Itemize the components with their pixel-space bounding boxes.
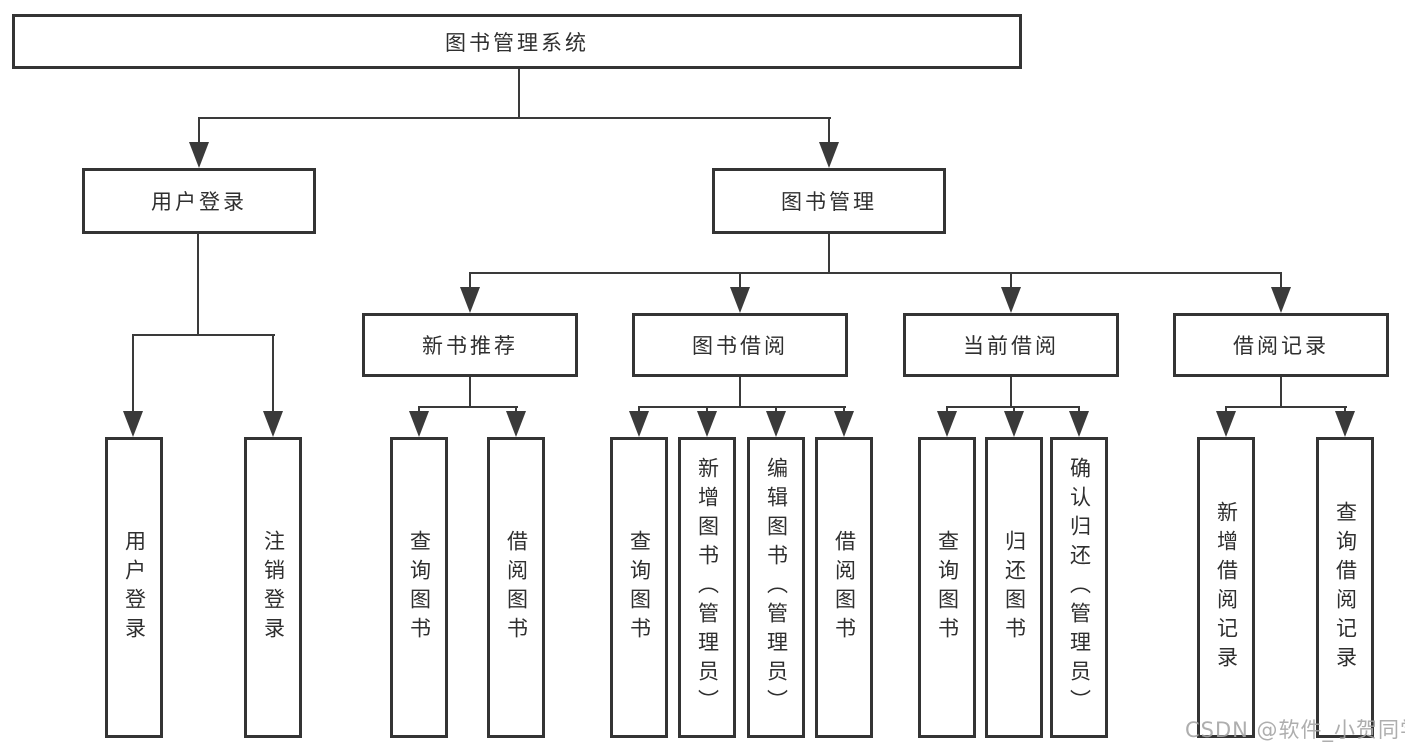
node-new-book-recommend: 新书推荐: [362, 313, 578, 377]
connector-line: [1225, 406, 1347, 408]
node-current-borrow: 当前借阅: [903, 313, 1119, 377]
connector-line: [198, 117, 200, 145]
connector-line: [638, 406, 640, 414]
node-book-management-label: 图书管理: [781, 190, 877, 214]
node-book-borrow: 图书借阅: [632, 313, 848, 377]
arrowhead-down: [819, 142, 839, 168]
leaf-query-books-2: 查询图书: [610, 437, 668, 738]
arrowhead-down: [937, 411, 957, 437]
arrowhead-down: [1001, 287, 1021, 313]
connector-line: [1078, 406, 1080, 414]
arrowhead-down: [1335, 411, 1355, 437]
node-current-borrow-label: 当前借阅: [963, 334, 1059, 358]
connector-line: [739, 272, 741, 290]
node-user-login-label: 用户登录: [151, 190, 247, 214]
leaf-add-books-admin: 新增图书（管理员）: [678, 437, 736, 738]
connector-line: [1280, 272, 1282, 290]
connector-line: [706, 406, 708, 414]
connector-line: [418, 406, 518, 408]
leaf-confirm-return-admin: 确认归还（管理员）: [1050, 437, 1108, 738]
leaf-return-books: 归还图书: [985, 437, 1043, 738]
connector-line: [469, 272, 1282, 274]
leaf-query-books-1-label: 查询图书: [407, 529, 432, 646]
connector-line: [132, 334, 134, 414]
connector-line: [1280, 377, 1282, 407]
node-user-login: 用户登录: [82, 168, 316, 234]
arrowhead-down: [697, 411, 717, 437]
connector-line: [272, 334, 274, 414]
connector-line: [828, 117, 830, 145]
leaf-return-books-label: 归还图书: [1002, 529, 1027, 646]
leaf-borrow-books-2: 借阅图书: [815, 437, 873, 738]
arrowhead-down: [263, 411, 283, 437]
connector-line: [515, 406, 517, 414]
node-root-label: 图书管理系统: [445, 30, 589, 55]
connector-line: [1344, 406, 1346, 414]
leaf-logout-label: 注销登录: [261, 529, 286, 646]
arrowhead-down: [189, 142, 209, 168]
leaf-borrow-books-1: 借阅图书: [487, 437, 545, 738]
node-book-management: 图书管理: [712, 168, 946, 234]
node-borrow-records: 借阅记录: [1173, 313, 1389, 377]
leaf-query-books-3-label: 查询图书: [935, 529, 960, 646]
csdn-watermark: CSDN @软件_小贺同学: [1185, 718, 1405, 742]
connector-line: [828, 233, 830, 273]
leaf-edit-books-admin-label: 编辑图书（管理员）: [764, 457, 789, 718]
leaf-user-login-label: 用户登录: [122, 529, 147, 646]
connector-line: [197, 233, 199, 335]
arrowhead-down: [1004, 411, 1024, 437]
arrowhead-down: [766, 411, 786, 437]
leaf-user-login: 用户登录: [105, 437, 163, 738]
arrowhead-down: [123, 411, 143, 437]
arrowhead-down: [1271, 287, 1291, 313]
connector-line: [1013, 406, 1015, 414]
arrowhead-down: [730, 287, 750, 313]
connector-line: [843, 406, 845, 414]
arrowhead-down: [1069, 411, 1089, 437]
arrowhead-down: [506, 411, 526, 437]
leaf-query-borrow-record-label: 查询借阅记录: [1333, 500, 1358, 675]
connector-line: [418, 406, 420, 414]
leaf-edit-books-admin: 编辑图书（管理员）: [747, 437, 805, 738]
leaf-borrow-books-2-label: 借阅图书: [832, 529, 857, 646]
leaf-add-borrow-record-label: 新增借阅记录: [1214, 500, 1239, 675]
connector-line: [198, 117, 831, 119]
leaf-query-books-3: 查询图书: [918, 437, 976, 738]
arrowhead-down: [409, 411, 429, 437]
connector-line: [469, 377, 471, 407]
connector-line: [739, 377, 741, 407]
leaf-query-books-2-label: 查询图书: [627, 529, 652, 646]
connector-line: [775, 406, 777, 414]
leaf-logout: 注销登录: [244, 437, 302, 738]
node-book-borrow-label: 图书借阅: [692, 334, 788, 358]
arrowhead-down: [629, 411, 649, 437]
connector-line: [1010, 377, 1012, 407]
connector-line: [132, 334, 275, 336]
connector-line: [946, 406, 948, 414]
connector-line: [469, 272, 471, 290]
node-borrow-records-label: 借阅记录: [1233, 334, 1329, 358]
node-new-book-recommend-label: 新书推荐: [422, 334, 518, 358]
node-root: 图书管理系统: [12, 14, 1022, 69]
connector-line: [1010, 272, 1012, 290]
leaf-borrow-books-1-label: 借阅图书: [504, 529, 529, 646]
leaf-query-borrow-record: 查询借阅记录: [1316, 437, 1374, 738]
connector-line: [518, 69, 520, 118]
leaf-confirm-return-admin-label: 确认归还（管理员）: [1067, 457, 1092, 718]
leaf-query-books-1: 查询图书: [390, 437, 448, 738]
connector-line: [638, 406, 846, 408]
leaf-add-borrow-record: 新增借阅记录: [1197, 437, 1255, 738]
arrowhead-down: [1216, 411, 1236, 437]
arrowhead-down: [834, 411, 854, 437]
connector-line: [1225, 406, 1227, 414]
leaf-add-books-admin-label: 新增图书（管理员）: [695, 457, 720, 718]
arrowhead-down: [460, 287, 480, 313]
